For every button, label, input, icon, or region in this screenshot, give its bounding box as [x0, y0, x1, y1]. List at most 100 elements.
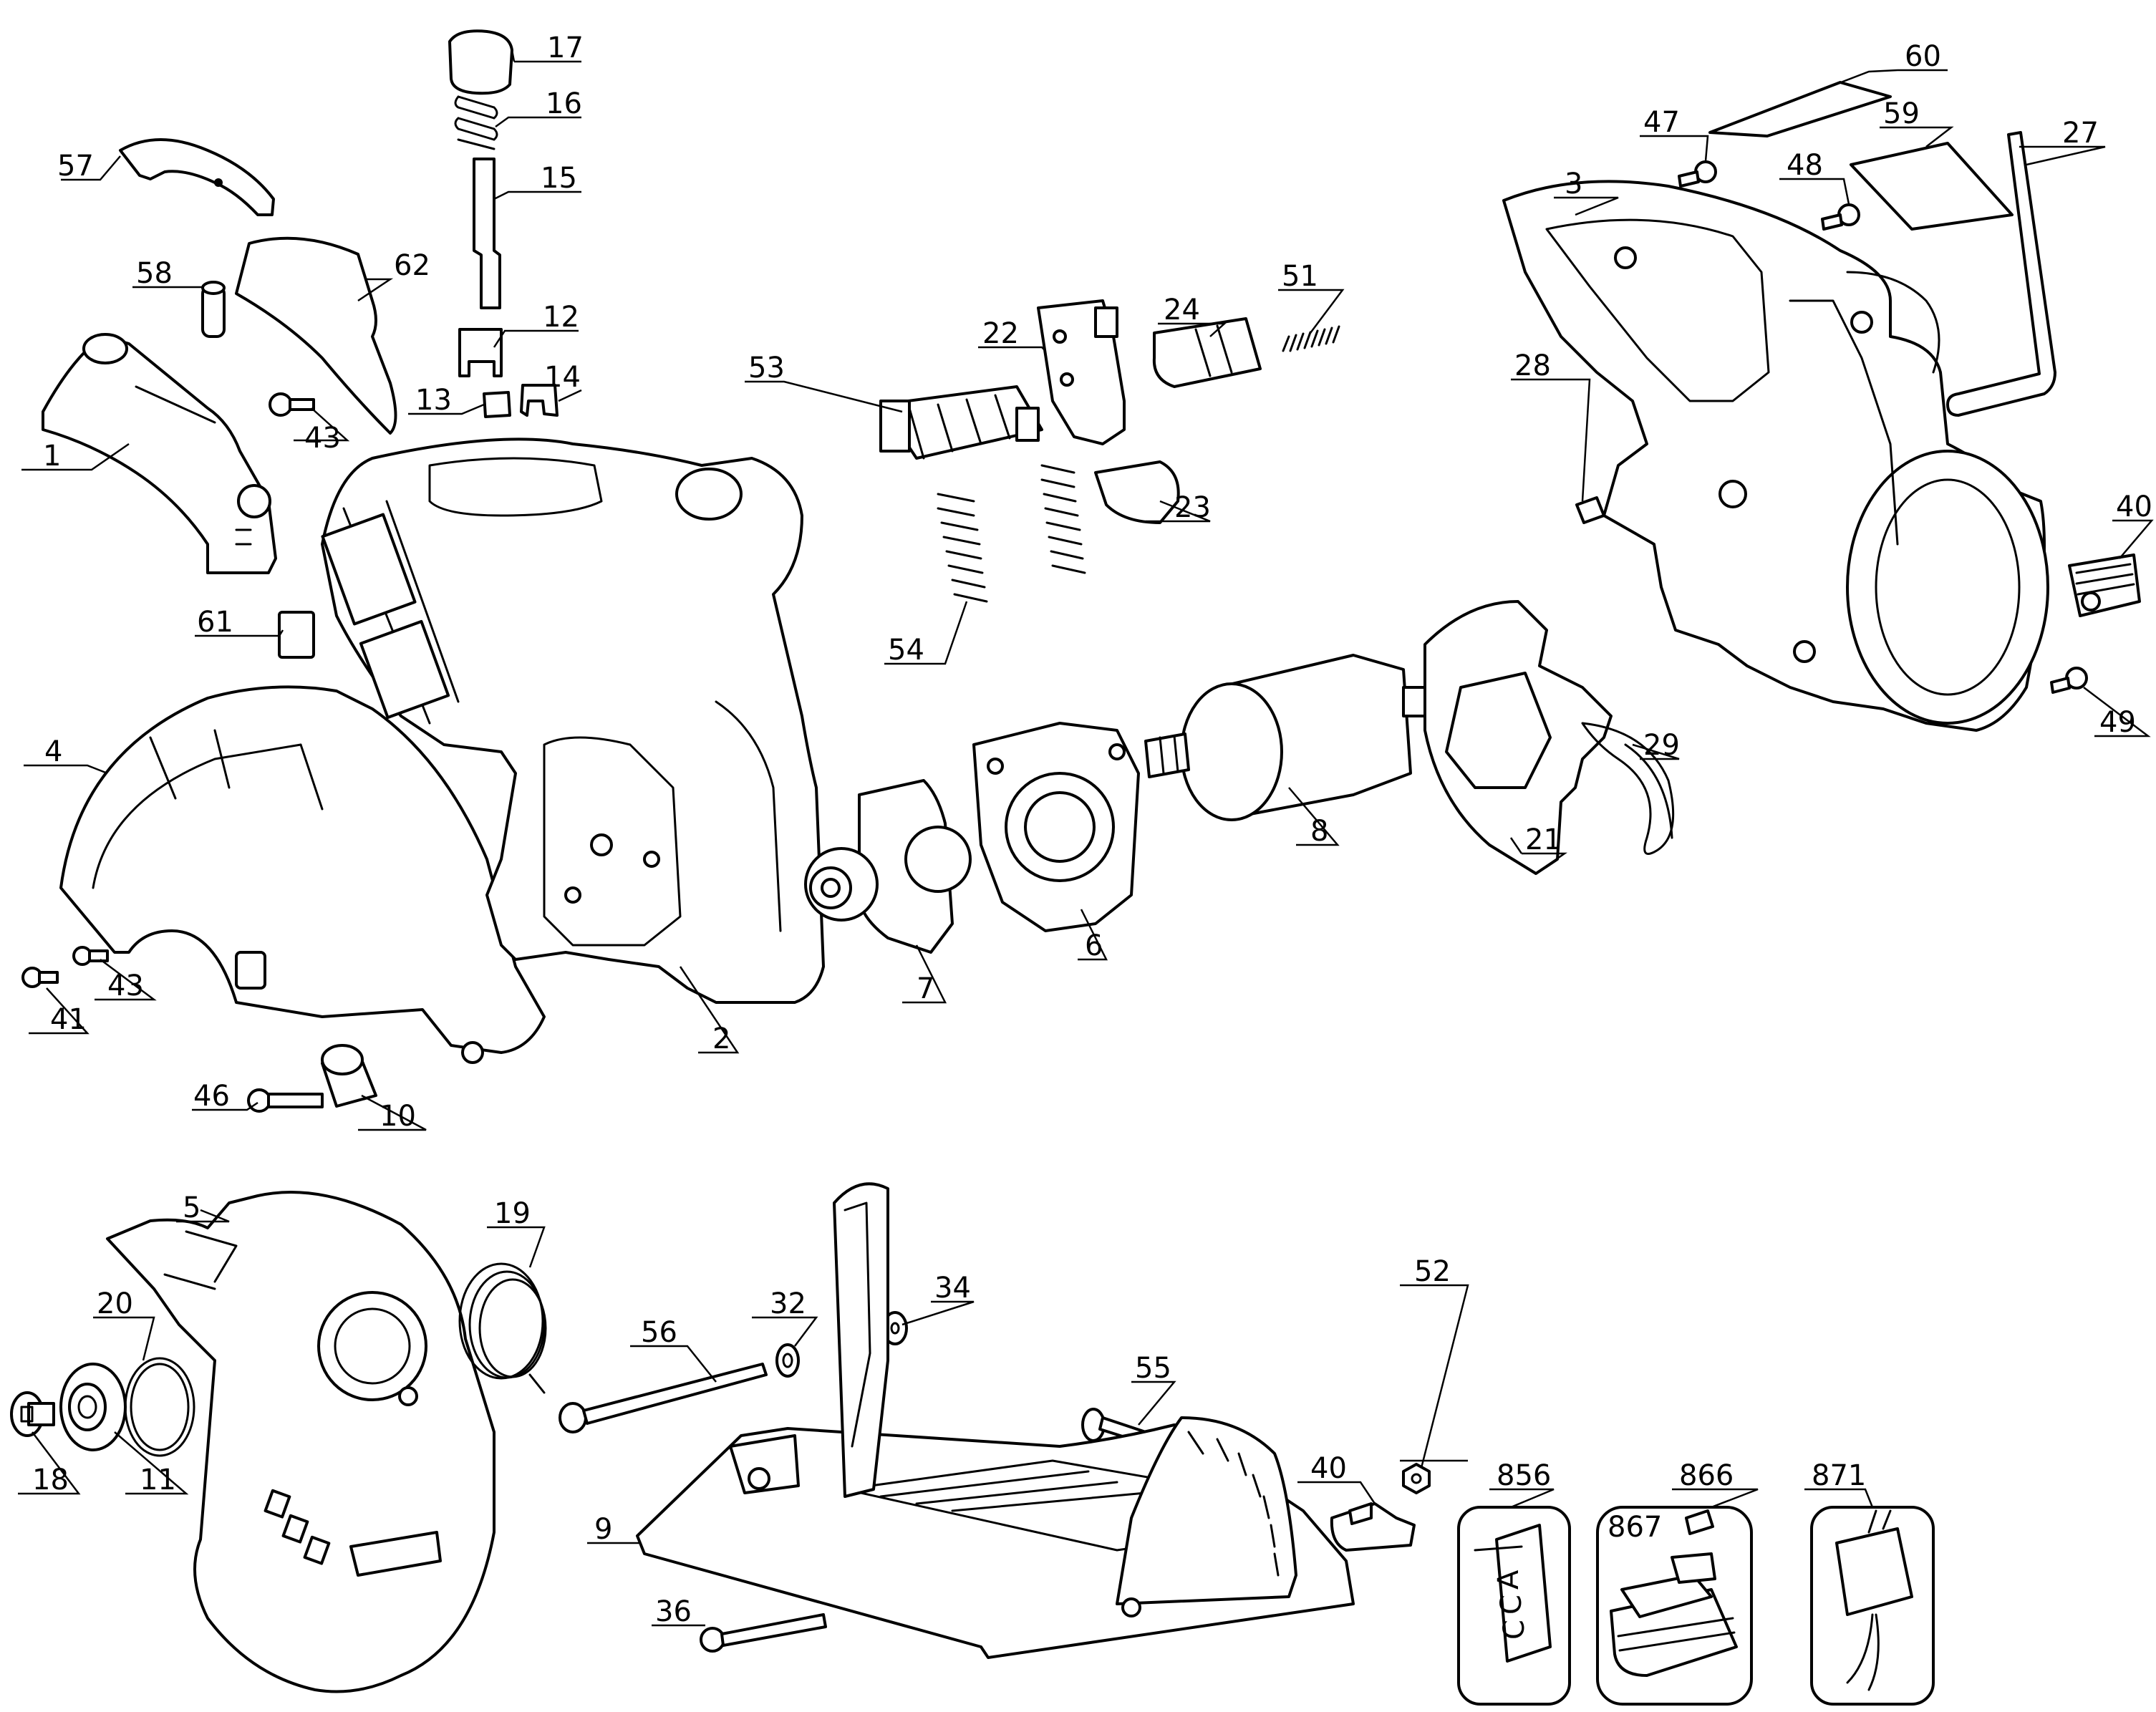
part-18-blade-bolt	[10, 1391, 55, 1437]
part-48-screw	[1821, 203, 1860, 231]
callout-866: 866	[1679, 1459, 1734, 1492]
callout-22: 22	[982, 317, 1019, 350]
part-14-bracket	[520, 384, 559, 417]
callout-54: 54	[888, 634, 924, 667]
callout-14: 14	[544, 361, 581, 394]
label-856-letter-3: C	[1498, 1620, 1531, 1640]
callout-40-lower: 40	[1310, 1452, 1347, 1485]
part-56-pivot-rod	[559, 1363, 768, 1433]
callout-15: 15	[541, 162, 577, 195]
part-46-bolt	[247, 1088, 324, 1113]
callout-27: 27	[2062, 117, 2099, 150]
callout-4: 4	[44, 735, 62, 768]
callout-56: 56	[641, 1316, 677, 1349]
part-27-hex-wrench	[1946, 131, 2056, 417]
callout-867: 867	[1608, 1511, 1662, 1544]
part-11-clamp-washer	[59, 1363, 127, 1451]
part-43-screw-lower	[72, 946, 109, 966]
callout-7: 7	[917, 972, 934, 1005]
part-867-terminal-cover	[1685, 1509, 1714, 1535]
part-866-battery-pack	[1596, 1506, 1753, 1706]
callout-47: 47	[1643, 106, 1680, 139]
part-3-housing-half	[1502, 180, 2049, 732]
part-2-main-housing	[321, 437, 825, 1004]
callout-40-upper: 40	[2116, 490, 2152, 523]
part-22-switch	[1037, 299, 1126, 445]
part-43-screw-upper	[269, 392, 315, 417]
callout-20: 20	[97, 1287, 133, 1320]
callout-9: 9	[594, 1513, 612, 1546]
part-6-bearing-plate	[972, 722, 1140, 932]
callout-43-lower: 43	[107, 969, 144, 1002]
callout-28: 28	[1514, 349, 1551, 382]
part-32-washer	[775, 1343, 800, 1378]
callout-11: 11	[140, 1464, 176, 1496]
part-1-upper-guard-half	[42, 333, 277, 574]
part-9-shoe-base	[636, 1182, 1355, 1659]
part-10-spacer	[321, 1044, 377, 1108]
part-40-battery-release-lower	[1330, 1502, 1416, 1552]
callout-labels: 17 16 15 12 13 14 57 58 62 1 43 61 4 41 …	[32, 32, 2152, 1628]
callout-32: 32	[770, 1287, 806, 1320]
callout-6: 6	[1085, 929, 1103, 962]
part-57-top-cover	[119, 138, 275, 216]
callout-3: 3	[1565, 168, 1582, 200]
callout-36: 36	[655, 1595, 692, 1628]
part-59-label	[1850, 142, 2014, 231]
callout-871: 871	[1812, 1459, 1866, 1492]
callout-19: 19	[494, 1197, 531, 1230]
callout-57: 57	[57, 150, 94, 183]
part-13-block	[483, 391, 511, 418]
part-52-nut	[1402, 1463, 1431, 1494]
callout-1: 1	[43, 440, 61, 473]
part-36-bolt	[700, 1613, 827, 1653]
callout-8: 8	[1310, 815, 1328, 848]
part-4-blade-guard	[59, 685, 546, 1064]
callout-46: 46	[193, 1080, 230, 1113]
part-7-gear-assembly	[804, 779, 972, 954]
part-15-lock-rod	[473, 158, 501, 309]
label-856-letter-2: C	[1495, 1595, 1528, 1615]
part-51-spring	[1282, 325, 1340, 352]
callout-29: 29	[1643, 729, 1680, 762]
part-40-battery-release-upper	[2068, 553, 2141, 617]
callout-58: 58	[136, 257, 173, 290]
callout-23: 23	[1174, 491, 1211, 524]
part-53-switch-plate	[879, 385, 1043, 460]
part-24-trigger-lock	[1152, 317, 1262, 388]
callout-43-upper: 43	[304, 422, 341, 455]
part-8-motor	[1144, 654, 1426, 821]
callout-12: 12	[543, 301, 579, 334]
part-17-lock-knob	[448, 29, 513, 95]
callout-59: 59	[1883, 97, 1920, 130]
part-20-retaining-ring	[124, 1357, 195, 1457]
part-12-clip	[458, 328, 503, 377]
part-28-plug	[1575, 496, 1605, 524]
part-49-screw	[2050, 667, 2088, 694]
part-47-screw	[1678, 160, 1717, 188]
part-58-pin	[201, 281, 226, 338]
part-5-lower-guard	[106, 1191, 496, 1693]
part-54-springs	[937, 464, 1086, 603]
callout-34: 34	[934, 1272, 971, 1305]
part-21-baffle	[1423, 600, 1613, 875]
callout-10: 10	[380, 1100, 416, 1133]
callout-53: 53	[748, 352, 785, 385]
callout-2: 2	[712, 1022, 730, 1055]
part-29-ring	[1581, 722, 1675, 855]
callout-48: 48	[1787, 149, 1823, 182]
callout-16: 16	[546, 87, 582, 120]
callout-49: 49	[2099, 706, 2136, 739]
leader-lines	[18, 49, 2154, 1627]
callout-856: 856	[1497, 1459, 1551, 1492]
callout-5: 5	[183, 1191, 200, 1224]
part-62-label-sheet	[235, 236, 397, 435]
callout-41: 41	[50, 1003, 87, 1036]
callout-60: 60	[1905, 40, 1941, 73]
label-856-letter-1: A	[1492, 1570, 1525, 1590]
callout-61: 61	[197, 606, 233, 639]
callout-18: 18	[32, 1464, 69, 1496]
callout-51: 51	[1282, 260, 1318, 293]
callout-52: 52	[1414, 1255, 1451, 1288]
